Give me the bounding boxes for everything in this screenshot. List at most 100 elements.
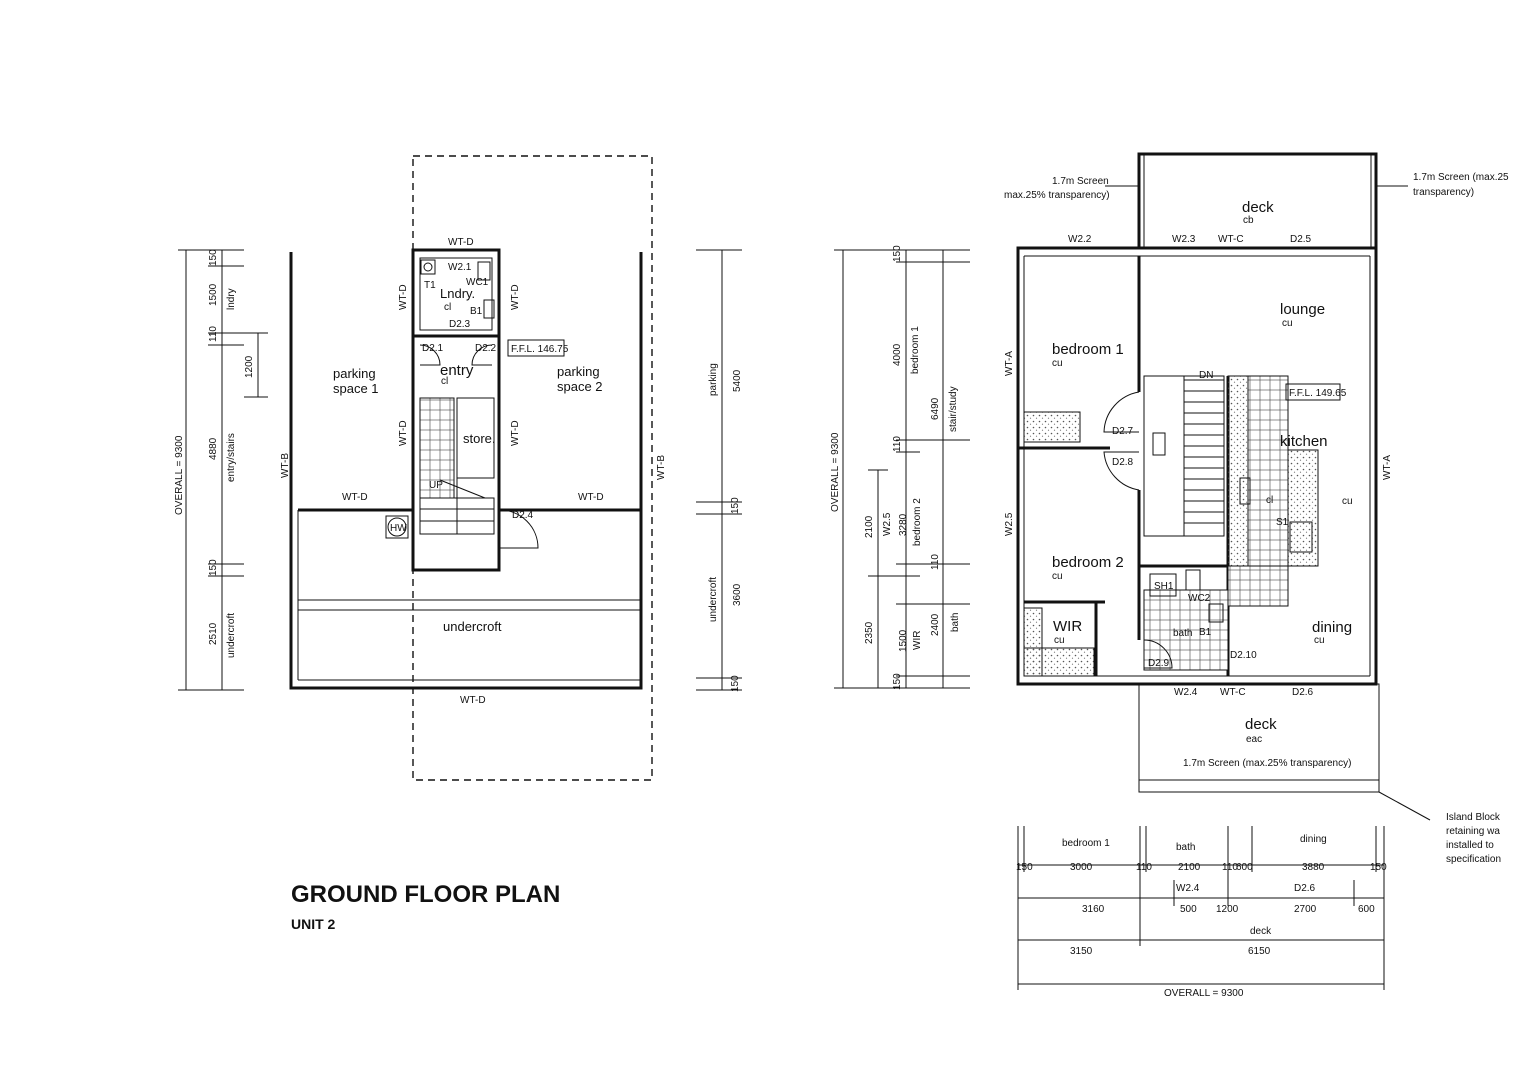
wc2-label: WC2 xyxy=(1188,593,1211,604)
ground-wall-bottom: WT-D xyxy=(460,695,486,706)
bottom-dim-bath: bath xyxy=(1176,842,1195,853)
dim-left-110: 110 xyxy=(208,326,219,342)
wir-tag: cu xyxy=(1054,635,1065,646)
bottom-dim-r2-3: 2700 xyxy=(1294,904,1317,915)
bedroom2-tag: cu xyxy=(1052,571,1063,582)
retaining-note-2: retaining wa xyxy=(1446,826,1500,837)
retaining-note-4: specification xyxy=(1446,854,1501,865)
b1-label: B1 xyxy=(470,306,483,317)
central-core xyxy=(411,248,501,572)
parking-space-2-line1: parking xyxy=(557,364,600,379)
deck-top-tag: cb xyxy=(1243,215,1254,226)
dim-right-3600: 3600 xyxy=(732,583,743,606)
upper-dim-110b: 110 xyxy=(930,554,941,570)
upper-wall-right: WT-A xyxy=(1382,455,1393,480)
upper-dim-wir: WIR xyxy=(912,631,923,650)
upper-dim-150a: 150 xyxy=(892,245,903,262)
dining-tag: cu xyxy=(1314,635,1325,646)
core-wall-left: WT-D xyxy=(398,284,409,310)
dim-left-overall: OVERALL = 9300 xyxy=(174,435,185,515)
screen-bottom: 1.7m Screen (max.25% transparency) xyxy=(1183,758,1351,769)
outer-wall xyxy=(289,252,643,690)
bottom-dim-r1-2: 110 xyxy=(1136,862,1152,873)
dining-label: dining xyxy=(1312,619,1352,636)
window-w23: W2.3 xyxy=(1172,234,1196,245)
mid-wall-right-label: WT-D xyxy=(578,492,604,503)
screen-left-line1: 1.7m Screen xyxy=(1052,176,1109,187)
bottom-dim-r1-6: 3880 xyxy=(1302,862,1325,873)
dim-right-undercroft: undercroft xyxy=(708,577,719,622)
upper-dim-1500: 1500 xyxy=(898,629,909,652)
dim-left-2510: 2510 xyxy=(208,622,219,645)
upper-dim-4000: 4000 xyxy=(892,343,903,366)
retaining-note-3: installed to xyxy=(1446,840,1494,851)
lounge-tag: cu xyxy=(1282,318,1293,329)
bottom-dim-dining: dining xyxy=(1300,834,1327,845)
parking-space-2-line2: space 2 xyxy=(557,379,603,394)
bottom-dim-r2-1: 500 xyxy=(1180,904,1197,915)
upper-dim-overall: OVERALL = 9300 xyxy=(830,432,841,512)
deck-top-label: deck xyxy=(1242,199,1274,216)
ground-wall-top: WT-D xyxy=(448,237,474,248)
bedroom1-label: bedroom 1 xyxy=(1052,341,1124,358)
basin-b1: B1 xyxy=(1199,627,1212,638)
bottom-dim-r1-0: 150 xyxy=(1016,862,1033,873)
entry-tag: cl xyxy=(441,376,448,387)
dim-left-lndry: lndry xyxy=(226,288,237,310)
sink-s1: S1 xyxy=(1276,517,1289,528)
laundry-label: Lndry. xyxy=(440,286,475,301)
core-wall-right: WT-D xyxy=(510,284,521,310)
bedroom1-tag: cu xyxy=(1052,358,1063,369)
bottom-dim-r1-7: 150 xyxy=(1370,862,1387,873)
stair-up: UP xyxy=(429,480,443,491)
window-w24: W2.4 xyxy=(1174,687,1198,698)
upper-dim-2350: 2350 xyxy=(864,621,875,644)
upper-dim-2400: 2400 xyxy=(930,613,941,636)
shower-sh1: SH1 xyxy=(1154,581,1174,592)
bottom-dim-r1-5: 600 xyxy=(1236,862,1253,873)
dim-left-1200: 1200 xyxy=(244,355,255,378)
upper-dim-w25: W2.5 xyxy=(882,512,893,536)
door-d21: D2.1 xyxy=(422,343,444,354)
door-d24: D2.4 xyxy=(512,510,534,521)
window-w22: W2.2 xyxy=(1068,234,1092,245)
upper-dim-6490: 6490 xyxy=(930,397,941,420)
ground-wall-left: WT-B xyxy=(280,453,291,478)
undercroft-label: undercroft xyxy=(443,619,502,634)
ground-floor-plan: WT-D WT-D WT-B WT-B WT-D WT-D WT-D WT-D … xyxy=(174,155,743,781)
deck-bottom-tag: eac xyxy=(1246,734,1262,745)
screen-right-line2: transparency) xyxy=(1413,187,1474,198)
core-wall-left-low: WT-D xyxy=(398,420,409,446)
plan-subtitle: UNIT 2 xyxy=(291,916,336,932)
door-d28: D2.8 xyxy=(1112,457,1134,468)
core-wall-right-low: WT-D xyxy=(510,420,521,446)
bottom-dim-d26: D2.6 xyxy=(1294,883,1316,894)
bottom-deck-outline xyxy=(1138,683,1380,793)
door-d27: D2.7 xyxy=(1112,426,1134,437)
upper-dim-2100: 2100 xyxy=(864,515,875,538)
bedroom2-label: bedroom 2 xyxy=(1052,554,1124,571)
stair-down: DN xyxy=(1199,370,1213,381)
lounge-label: lounge xyxy=(1280,301,1325,318)
bottom-dim-r1-1: 3000 xyxy=(1070,862,1093,873)
store-label: store. xyxy=(463,431,496,446)
dim-left-150a: 150 xyxy=(208,249,219,266)
parking-space-1-line2: space 1 xyxy=(333,381,379,396)
wir-shelving xyxy=(1023,647,1095,677)
upper-dim-bath: bath xyxy=(950,613,961,632)
kitchen-label: kitchen xyxy=(1280,433,1328,450)
entry-label: entry xyxy=(440,362,474,379)
upper-wall-wtc-top: WT-C xyxy=(1218,234,1244,245)
bottom-dim-r3-0: 3150 xyxy=(1070,946,1093,957)
door-d23: D2.3 xyxy=(449,319,471,330)
ground-wall-right: WT-B xyxy=(656,455,667,480)
dim-right-150b: 150 xyxy=(730,675,741,692)
dim-left-4880: 4880 xyxy=(208,437,219,460)
upper-floor-plan: WT-A WT-A W2.5 WT-C WT-C deck cb lounge … xyxy=(830,152,1509,999)
door-d29: D2.9 xyxy=(1148,658,1170,669)
bottom-dim-deck: deck xyxy=(1250,926,1272,937)
dim-right-150a: 150 xyxy=(730,497,741,514)
dim-left-undercroft: undercroft xyxy=(226,613,237,658)
upper-wall-w25: W2.5 xyxy=(1004,512,1015,536)
